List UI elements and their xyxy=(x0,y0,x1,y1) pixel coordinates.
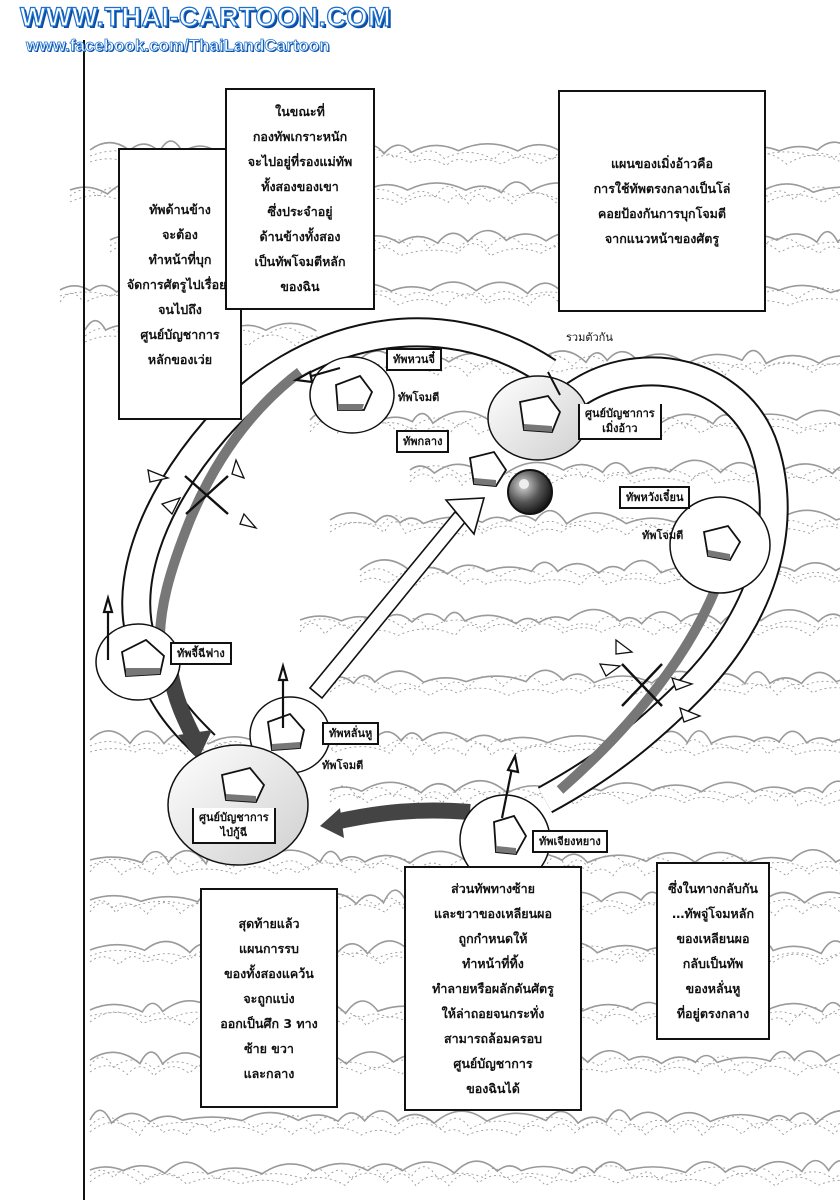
mountain-ridge xyxy=(299,361,840,377)
narration-box-top-left: ทัพด้านข้าง จะต้อง ทำหน้าที่บุก จัดการศั… xyxy=(118,148,242,420)
mountain-ridge xyxy=(89,730,840,745)
narration-box-bottom-right: ซึ่งในทางกลับกัน …ทัพจู่โจมหลัก ของเหลีย… xyxy=(656,862,770,1040)
crossed-spears-icon xyxy=(184,475,663,707)
label-attack-army: ทัพโจมตี xyxy=(642,529,684,542)
label-huan-qi: ทัพหวนจี๋ xyxy=(386,348,442,371)
label-meng-ao-hq: ศูนย์บัญชาการ เมิ่งอ้าว xyxy=(578,404,662,440)
narration-text: ในขณะที่ กองทัพเกราะหนัก จะไปอยู่ที่รองแ… xyxy=(247,104,353,294)
mountain-ridge xyxy=(329,791,840,807)
mountain-ridge xyxy=(329,681,840,697)
mountain-ridge xyxy=(89,1159,840,1175)
mountain-ridge xyxy=(89,735,840,751)
mountain-ridge xyxy=(89,1115,840,1131)
narration-box-top-middle: ในขณะที่ กองทัพเกราะหนัก จะไปอยู่ที่รองแ… xyxy=(225,88,375,310)
army-block-shadow xyxy=(126,404,730,854)
label-gather: รวมตัวกัน xyxy=(566,331,613,344)
label-jiang-yao: ทัพเจียงหยาง xyxy=(532,830,608,853)
narration-text: ซึ่งในทางกลับกัน …ทัพจู่โจมหลัก ของเหลีย… xyxy=(668,881,758,1021)
watermark-site: WWW.THAI-CARTOON.COM xyxy=(19,1,391,32)
mountain-ridge xyxy=(69,191,840,207)
narration-box-bottom-left: สุดท้ายแล้ว แผนการรบ ของทั้งสองแคว้น จะถ… xyxy=(200,888,338,1108)
gather-arrow xyxy=(547,371,561,396)
narration-text: สุดท้ายแล้ว แผนการรบ ของทั้งสองแคว้น จะถ… xyxy=(220,915,318,1081)
mountain-ridge xyxy=(89,1165,840,1181)
mountain-ridge xyxy=(89,1109,840,1125)
mountain-ridge xyxy=(89,1121,840,1137)
narration-box-bottom-middle: ส่วนทัพทางซ้าย และขวาของเหลียนผอ ถูกกำหน… xyxy=(404,866,582,1111)
label-wang-jian: ทัพหวังเจี๋ยน xyxy=(619,486,691,509)
spark-icon xyxy=(147,458,702,723)
mountain-ridge xyxy=(329,779,840,794)
narration-text: แผนของเมิ่งอ้าวคือ การใช้ทัพตรงกลางเป็นโ… xyxy=(593,156,731,246)
shield-icon xyxy=(507,469,553,515)
mountain-ridge xyxy=(359,572,840,587)
mountain-ridge xyxy=(359,565,840,581)
mountain-ridge xyxy=(329,515,840,531)
narration-text: ทัพด้านข้าง จะต้อง ทำหน้าที่บุก จัดการศั… xyxy=(126,201,234,367)
army-block-icon xyxy=(121,374,742,855)
watermark-facebook: www.facebook.com/ThaiLandCartoon xyxy=(26,36,330,56)
mountain-ridge xyxy=(299,348,840,366)
label-attack-army: ทัพโจมตี xyxy=(398,391,440,404)
mountain-ridge xyxy=(329,669,840,686)
narration-box-top-right: แผนของเมิ่งอ้าวคือ การใช้ทัพตรงกลางเป็นโ… xyxy=(558,90,766,312)
label-lun-hu: ทัพหลั่นหู xyxy=(322,722,380,745)
mountain-ridge xyxy=(329,675,840,691)
label-wei-hq: ศูนย์บัญชาการ ไป่กู้ฉี xyxy=(192,808,276,844)
center-advance-arrow xyxy=(308,497,486,700)
spear-icon xyxy=(102,366,520,819)
label-center-army: ทัพกลาง xyxy=(396,430,450,453)
label-ji-shi-fang: ทัพจี้ฉีฟาง xyxy=(170,642,232,665)
narration-text: ส่วนทัพทางซ้าย และขวาของเหลียนผอ ถูกกำหน… xyxy=(432,881,554,1096)
label-attack-army: ทัพโจมตี xyxy=(322,759,364,772)
mountain-ridge xyxy=(89,1171,840,1187)
